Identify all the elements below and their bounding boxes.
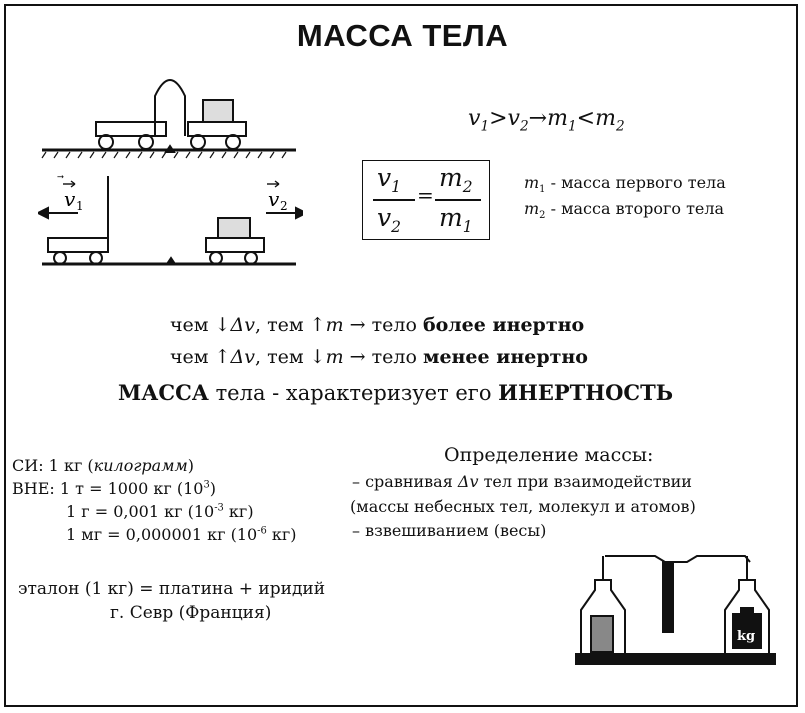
determination-heading: Определение массы: [444,444,654,466]
ratio-formula-box: v1 v2 = m2 m1 [362,160,490,240]
determination-item-2: (массы небесных тел, молекул и атомов) [350,497,696,516]
page-frame [4,4,798,707]
standard-line-2: г. Севр (Франция) [110,603,272,623]
balance-scale-illustration: kg [575,555,776,665]
mass-label-m1: m1 - масса первого тела [524,173,726,196]
v2-vector-sub: 2 [280,199,288,213]
velocity-mass-relation: v1>v2→m1<m2 [468,106,625,135]
v1-vector-sub: 1 [76,199,84,213]
standard-line-1: эталон (1 кг) = платина + иридий [18,579,326,599]
svg-text:⃗: ⃗ [57,175,64,179]
main-statement: МАССА тела - характеризует его ИНЕРТНОСТ… [118,380,674,405]
determination-item-3: – взвешиванием (весы) [352,521,547,540]
inertia-line-2: чем ↑Δv, тем ↓m → тело менее инертно [170,346,588,368]
mass-label-m2: m2 - масса второго тела [524,199,725,222]
vne-unit-tonne: ВНЕ: 1 т = 1000 кг (103) [12,479,217,498]
vne-unit-gram: 1 г = 0,001 кг (10-3 кг) [66,502,254,521]
v1-vector-label: v [64,187,76,211]
page-title: МАССА ТЕЛА [296,18,509,53]
vne-unit-milligram: 1 мг = 0,000001 кг (10-6 кг) [66,525,297,544]
si-unit: СИ: 1 кг (килограмм) [12,456,194,475]
inertia-line-1: чем ↓Δv, тем ↑m → тело более инертно [170,314,585,336]
v2-vector-label: v [268,187,280,211]
determination-item-1: – сравнивая Δv тел при взаимодействии [352,472,692,491]
carts-diagram: v 1 ⃗ v 2 [38,79,303,266]
kg-weight-label: kg [737,629,755,644]
